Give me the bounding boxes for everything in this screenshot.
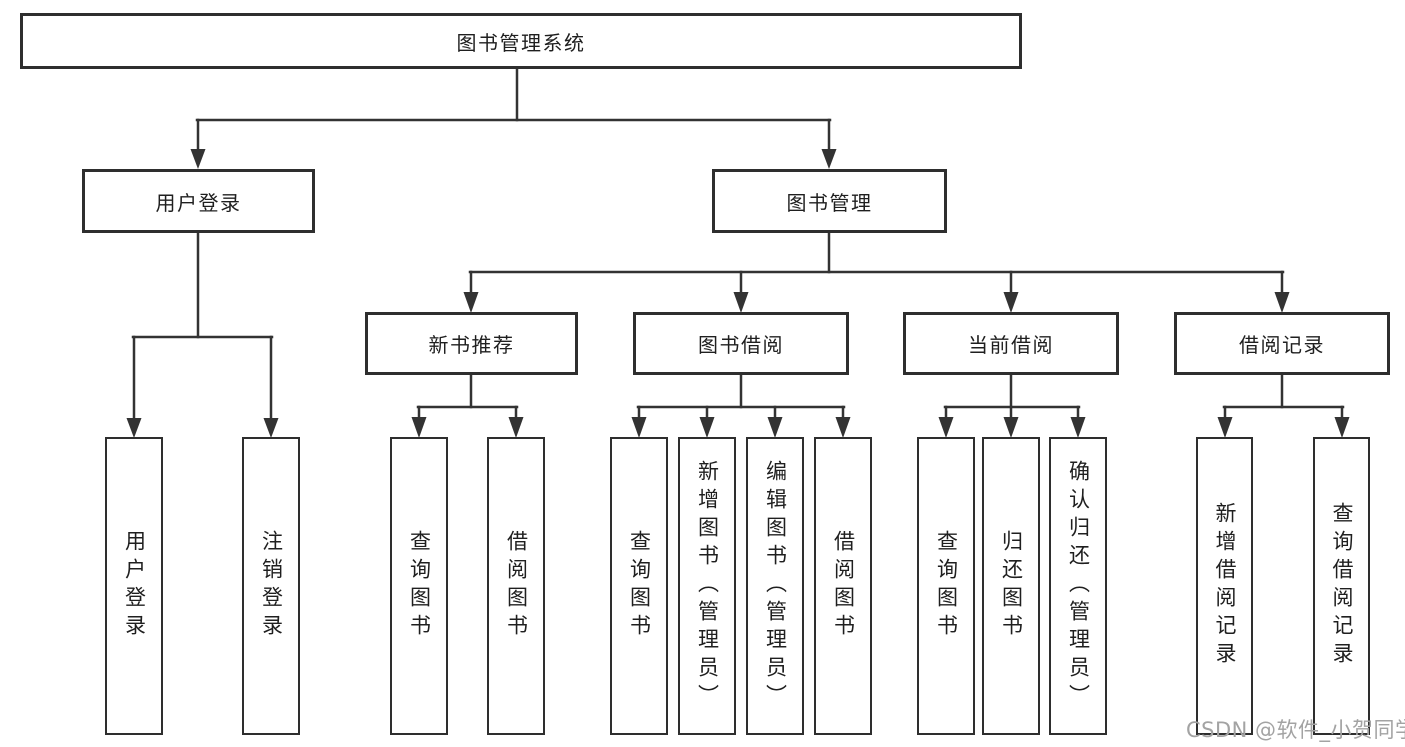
leaf-cb-confirm-return-label: 确认归还（管理员）: [1066, 460, 1091, 712]
leaf-bb-edit-books-label: 编辑图书（管理员）: [763, 460, 788, 712]
leaf-bb-edit-books: 编辑图书（管理员）: [746, 437, 804, 735]
leaf-br-query-record-label: 查询借阅记录: [1330, 502, 1354, 670]
node-current-borrow-label: 当前借阅: [968, 333, 1054, 357]
leaf-cb-return-books-label: 归还图书: [999, 530, 1024, 642]
node-new-book-recommend: 新书推荐: [365, 312, 578, 375]
node-user-login-label: 用户登录: [155, 190, 242, 215]
node-current-borrow: 当前借阅: [903, 312, 1119, 375]
leaf-br-add-record: 新增借阅记录: [1196, 437, 1253, 735]
node-borrow-records-label: 借阅记录: [1239, 333, 1325, 357]
node-new-book-recommend-label: 新书推荐: [428, 333, 515, 357]
leaf-bb-query-books-label: 查询图书: [627, 530, 652, 642]
node-book-borrow: 图书借阅: [633, 312, 849, 375]
node-root: 图书管理系统: [20, 13, 1022, 69]
leaf-nbr-query-books: 查询图书: [390, 437, 448, 735]
leaf-bb-query-books: 查询图书: [610, 437, 668, 735]
leaf-logout-label: 注销登录: [259, 530, 284, 642]
node-root-label: 图书管理系统: [456, 30, 586, 55]
leaf-nbr-borrow-books: 借阅图书: [487, 437, 545, 735]
leaf-bb-borrow-books: 借阅图书: [814, 437, 872, 735]
leaf-br-query-record: 查询借阅记录: [1313, 437, 1370, 735]
leaf-cb-query-books-label: 查询图书: [934, 530, 959, 642]
leaf-br-add-record-label: 新增借阅记录: [1213, 502, 1237, 670]
leaf-nbr-query-books-label: 查询图书: [407, 530, 432, 642]
leaf-bb-add-books: 新增图书（管理员）: [678, 437, 736, 735]
leaf-cb-confirm-return: 确认归还（管理员）: [1049, 437, 1107, 735]
leaf-cb-query-books: 查询图书: [917, 437, 975, 735]
node-book-management-label: 图书管理: [786, 190, 873, 215]
node-user-login: 用户登录: [82, 169, 315, 233]
csdn-watermark: CSDN @软件_小贺同学: [1186, 718, 1405, 742]
leaf-user-login: 用户登录: [105, 437, 163, 735]
leaf-nbr-borrow-books-label: 借阅图书: [504, 530, 529, 642]
leaf-logout: 注销登录: [242, 437, 300, 735]
leaf-bb-add-books-label: 新增图书（管理员）: [695, 460, 720, 712]
node-borrow-records: 借阅记录: [1174, 312, 1390, 375]
arrowheads: [126, 149, 1350, 438]
leaf-cb-return-books: 归还图书: [982, 437, 1040, 735]
leaf-bb-borrow-books-label: 借阅图书: [831, 530, 856, 642]
node-book-borrow-label: 图书借阅: [698, 333, 784, 357]
leaf-user-login-label: 用户登录: [122, 530, 147, 642]
node-book-management: 图书管理: [712, 169, 947, 233]
